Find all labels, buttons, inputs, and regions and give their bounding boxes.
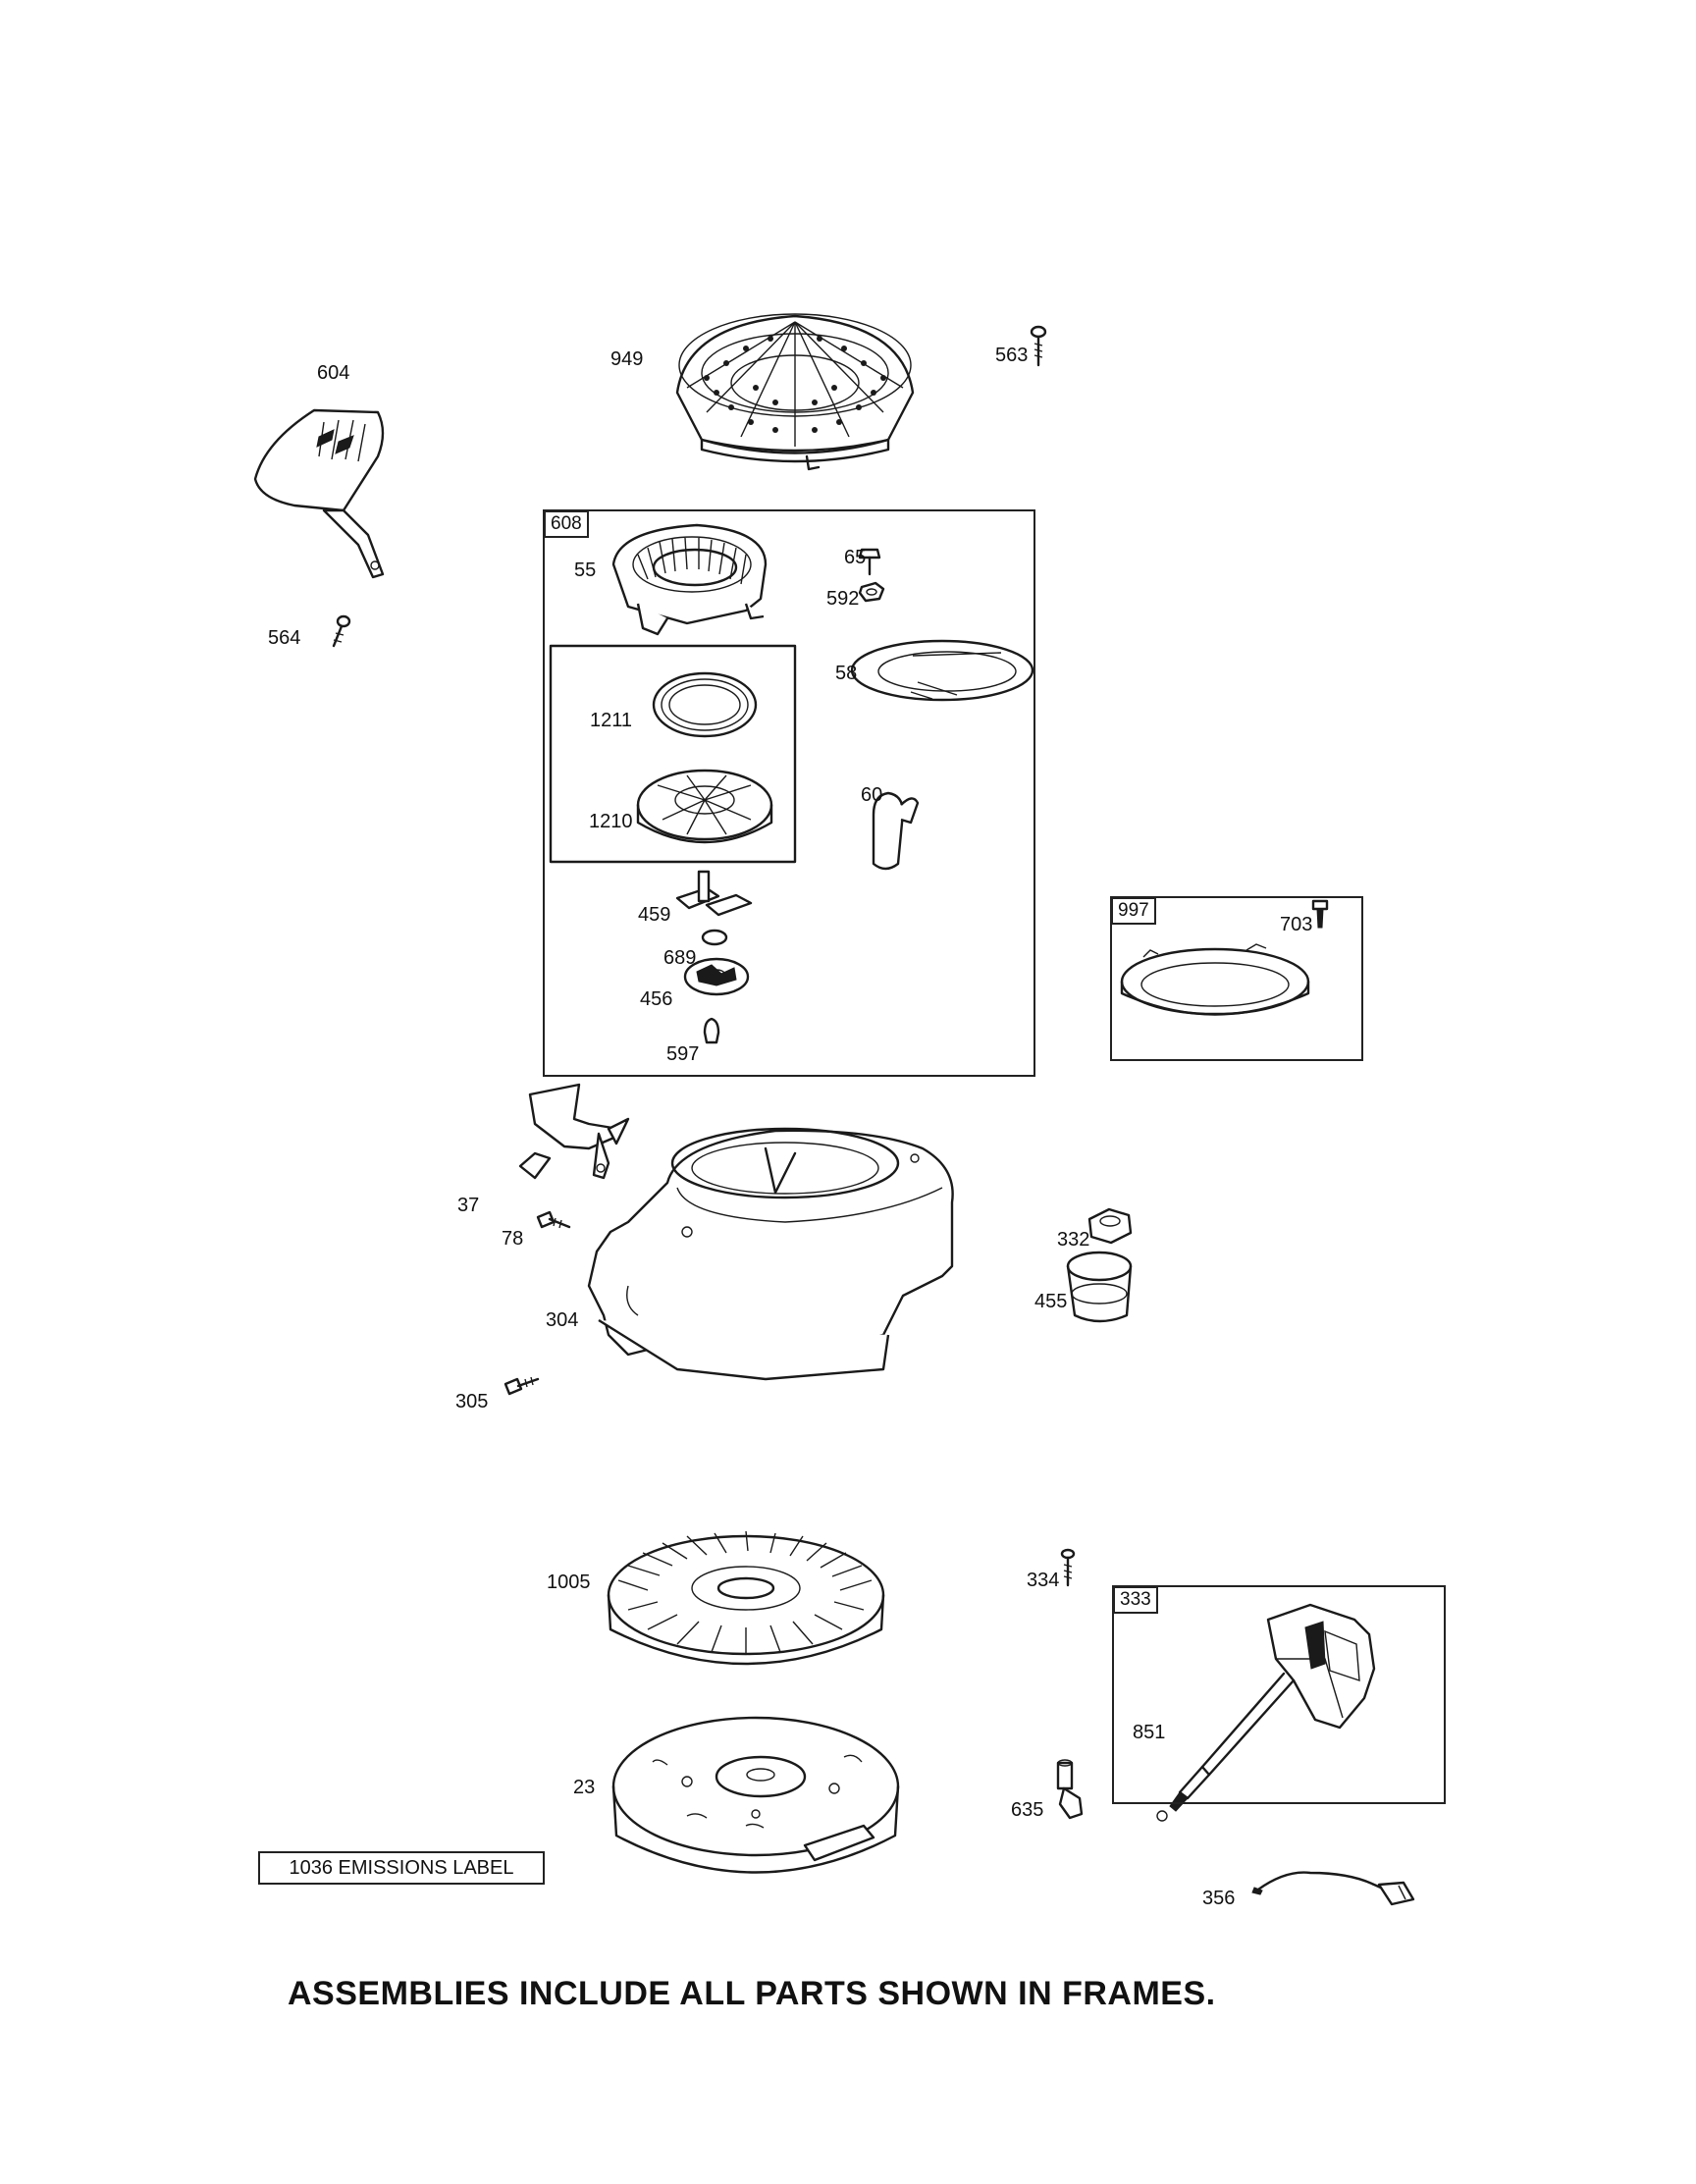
part-label-78: 78 <box>502 1228 524 1250</box>
part-label-23: 23 <box>573 1777 596 1798</box>
part-label-604: 604 <box>317 362 350 384</box>
part-label-635: 635 <box>1011 1799 1044 1821</box>
part-label-58: 58 <box>835 663 858 684</box>
screw-703-drawing <box>1311 899 1329 929</box>
frame-1211-1210-inner <box>549 644 797 864</box>
nut-592-drawing <box>858 581 885 603</box>
part-label-305: 305 <box>455 1391 489 1412</box>
footer-note: ASSEMBLIES INCLUDE ALL PARTS SHOWN IN FR… <box>288 1975 1216 2012</box>
part-label-563: 563 <box>995 345 1029 366</box>
baffle-37-drawing <box>518 1083 630 1180</box>
ignition-module-333-drawing <box>1156 1603 1376 1822</box>
fan-1005-drawing <box>607 1530 885 1666</box>
nut-332-drawing <box>1087 1207 1133 1245</box>
part-label-356: 356 <box>1202 1888 1236 1909</box>
part-label-55: 55 <box>574 559 597 581</box>
handle-60-drawing <box>872 791 920 871</box>
frame-333-tag: 333 <box>1113 1586 1158 1614</box>
part-label-597: 597 <box>666 1043 700 1065</box>
part-label-37: 37 <box>457 1195 480 1216</box>
wire-356-drawing <box>1251 1871 1415 1906</box>
cup-456-drawing <box>683 957 750 996</box>
pulley-1210-drawing <box>636 769 773 844</box>
pawl-459-drawing <box>675 870 753 917</box>
part-label-851: 851 <box>1133 1722 1166 1743</box>
flywheel-23-drawing <box>611 1716 900 1874</box>
part-label-1210: 1210 <box>589 811 633 832</box>
spring-1211-drawing <box>652 671 758 738</box>
screw-564-drawing <box>332 614 351 648</box>
cup-455-drawing <box>1066 1251 1133 1323</box>
screw-563-drawing <box>1030 325 1047 367</box>
screw-334-drawing <box>1060 1548 1076 1587</box>
frame-997-tag: 997 <box>1111 897 1156 925</box>
part-label-334: 334 <box>1027 1570 1060 1591</box>
part-label-703: 703 <box>1280 914 1313 935</box>
part-label-1211: 1211 <box>590 710 633 731</box>
screw-597-drawing <box>703 1017 720 1044</box>
part-label-949: 949 <box>610 348 644 370</box>
screw-305-drawing <box>504 1376 540 1396</box>
screw-78-drawing <box>536 1210 571 1229</box>
frame-608-tag: 608 <box>544 510 589 538</box>
emissions-label-box: 1036 EMISSIONS LABEL <box>258 1851 545 1885</box>
frame-608: 608 <box>543 509 1035 1077</box>
part-label-564: 564 <box>268 627 301 649</box>
grille-screen-drawing <box>675 313 915 471</box>
recoil-housing-drawing <box>611 523 768 636</box>
frame-997: 997 <box>1110 896 1363 1061</box>
frame-333: 333 <box>1112 1585 1446 1804</box>
part-label-459: 459 <box>638 904 671 926</box>
part-label-456: 456 <box>640 988 673 1010</box>
spring-58-drawing <box>850 639 1034 702</box>
blower-housing-304-drawing <box>587 1127 954 1381</box>
part-label-592: 592 <box>826 588 860 610</box>
connector-635-drawing <box>1056 1759 1084 1820</box>
clip-689-drawing <box>701 929 728 946</box>
screw-65-drawing <box>858 548 881 576</box>
part-label-689: 689 <box>663 947 697 969</box>
part-label-1005: 1005 <box>547 1571 591 1593</box>
part-label-455: 455 <box>1034 1291 1068 1312</box>
part-label-304: 304 <box>546 1309 579 1331</box>
shield-604-drawing <box>253 408 385 579</box>
part-label-60: 60 <box>861 784 883 806</box>
part-label-332: 332 <box>1057 1229 1090 1251</box>
ring-997-drawing <box>1120 943 1310 1016</box>
part-label-65: 65 <box>844 547 867 568</box>
